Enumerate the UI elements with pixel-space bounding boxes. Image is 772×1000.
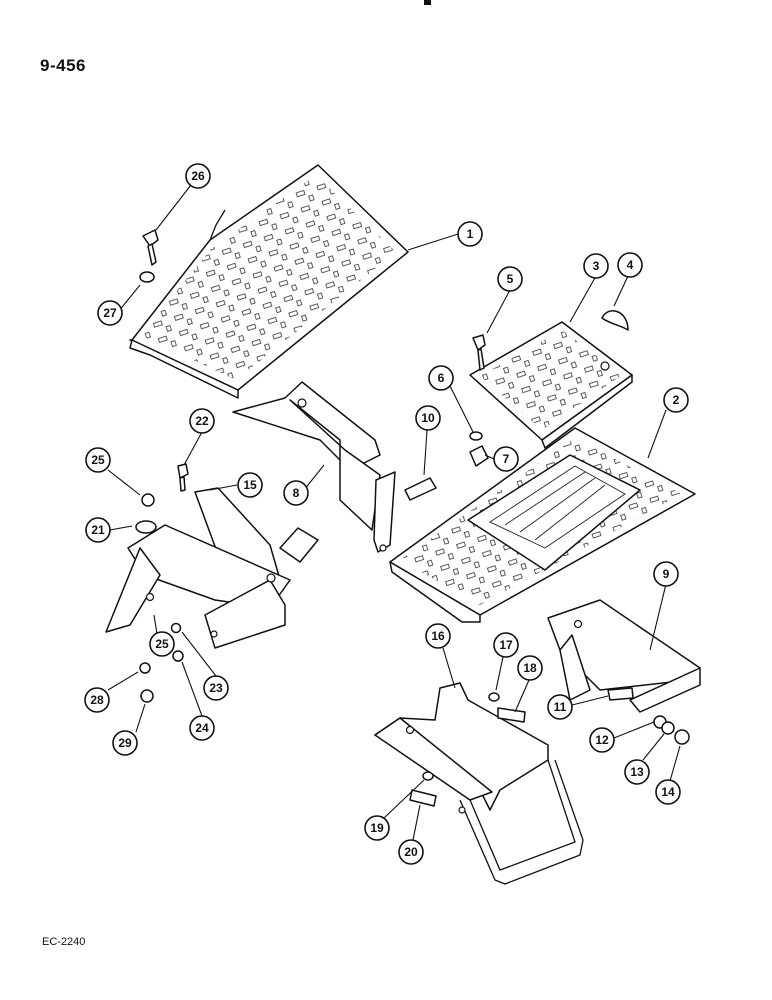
- callout-27: 27: [97, 300, 123, 326]
- tread-plate-part-3: [469, 321, 633, 449]
- svg-text:23: 23: [209, 681, 223, 695]
- fasteners: [135, 229, 690, 807]
- callout-19: 19: [364, 815, 390, 841]
- svg-text:8: 8: [293, 486, 300, 500]
- svg-text:15: 15: [243, 478, 257, 492]
- svg-text:25: 25: [155, 637, 169, 651]
- svg-text:16: 16: [431, 629, 445, 643]
- callout-23: 23: [203, 675, 229, 701]
- callout-12: 12: [589, 727, 615, 753]
- svg-text:20: 20: [404, 845, 418, 859]
- svg-text:3: 3: [593, 259, 600, 273]
- step-plate-part-1: [129, 164, 409, 399]
- support-bracket-part-8: [232, 381, 396, 553]
- svg-text:28: 28: [90, 693, 104, 707]
- svg-text:26: 26: [191, 169, 205, 183]
- svg-text:25: 25: [91, 453, 105, 467]
- callout-11: 11: [547, 694, 573, 720]
- document-code: EC-2240: [42, 936, 86, 948]
- svg-text:21: 21: [91, 523, 105, 537]
- svg-text:14: 14: [661, 785, 675, 799]
- callout-18: 18: [517, 655, 543, 681]
- callout-3: 3: [583, 253, 609, 279]
- clip-part-4: [601, 310, 629, 331]
- svg-text:29: 29: [118, 736, 132, 750]
- svg-text:18: 18: [523, 661, 537, 675]
- left-bracket-part-15: [105, 487, 319, 649]
- svg-text:19: 19: [370, 821, 384, 835]
- svg-text:27: 27: [103, 306, 117, 320]
- svg-text:12: 12: [595, 733, 609, 747]
- svg-text:5: 5: [507, 272, 514, 286]
- callout-6: 6: [428, 365, 454, 391]
- callout-10: 10: [415, 405, 441, 431]
- svg-text:2: 2: [673, 393, 680, 407]
- step-hanger-part-16: [374, 682, 584, 885]
- top-edge-mark: [424, 0, 431, 5]
- callout-25-upper: 25: [85, 447, 111, 473]
- page-number: 9-456: [40, 56, 86, 75]
- callout-16: 16: [425, 623, 451, 649]
- step-tray-part-2: [389, 427, 696, 623]
- svg-text:22: 22: [195, 414, 209, 428]
- svg-text:13: 13: [630, 765, 644, 779]
- svg-text:9: 9: [663, 567, 670, 581]
- support-bracket-part-9: [547, 599, 701, 713]
- callout-15: 15: [237, 472, 263, 498]
- svg-text:17: 17: [499, 638, 513, 652]
- callout-13: 13: [624, 759, 650, 785]
- callout-4: 4: [617, 252, 643, 278]
- callout-25-lower: 25: [149, 631, 175, 657]
- callout-2: 2: [663, 387, 689, 413]
- svg-text:6: 6: [438, 371, 445, 385]
- svg-text:7: 7: [503, 452, 510, 466]
- callout-7: 7: [493, 446, 519, 472]
- callout-1: 1: [457, 221, 483, 247]
- svg-text:4: 4: [627, 258, 634, 272]
- svg-text:11: 11: [554, 700, 567, 714]
- callout-24: 24: [189, 715, 215, 741]
- callout-9: 9: [653, 561, 679, 587]
- svg-text:24: 24: [195, 721, 209, 735]
- callout-14: 14: [655, 779, 681, 805]
- callout-5: 5: [497, 266, 523, 292]
- callout-22: 22: [189, 408, 215, 434]
- callout-20: 20: [398, 839, 424, 865]
- callout-21: 21: [85, 517, 111, 543]
- callout-26: 26: [185, 163, 211, 189]
- callout-28: 28: [84, 687, 110, 713]
- svg-text:10: 10: [421, 411, 435, 425]
- svg-text:1: 1: [467, 227, 474, 241]
- callout-17: 17: [493, 632, 519, 658]
- callout-29: 29: [112, 730, 138, 756]
- leader-lines: [107, 175, 681, 841]
- callout-8: 8: [283, 480, 309, 506]
